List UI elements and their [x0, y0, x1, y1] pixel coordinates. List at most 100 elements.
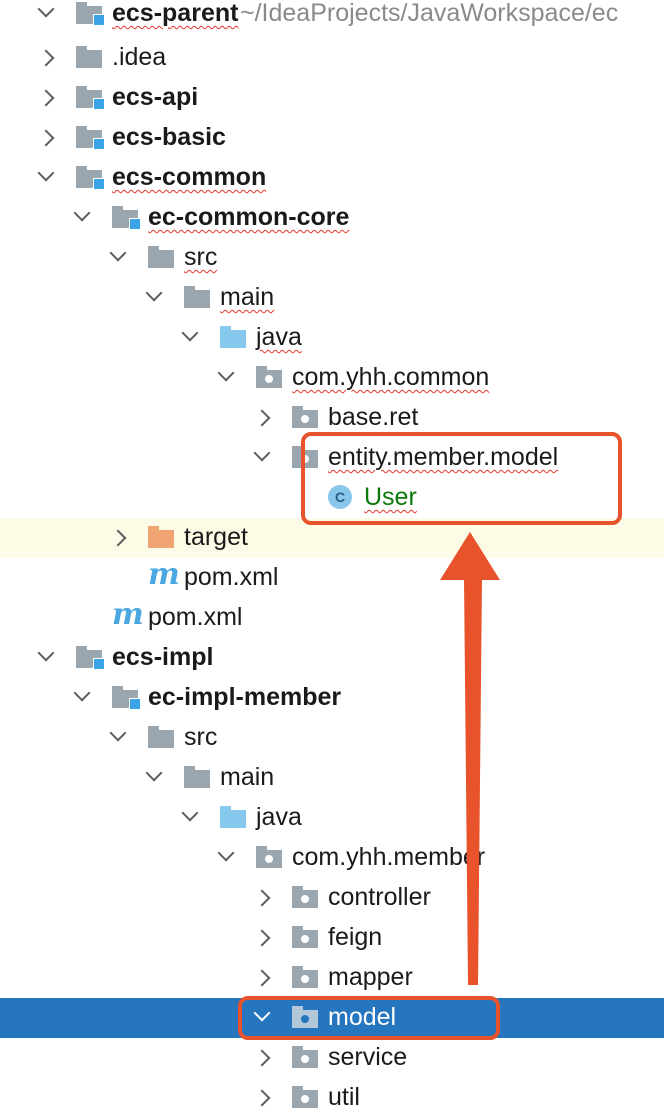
- chevron-down-icon[interactable]: [37, 164, 55, 182]
- tree-row-base-ret[interactable]: base.ret: [0, 398, 664, 438]
- tree-row-ecs-basic[interactable]: ecs-basic: [0, 118, 664, 158]
- tree-row-ec-common-core[interactable]: ec-common-core: [0, 198, 664, 238]
- folder-icon: [148, 246, 174, 268]
- tree-row-ecs-api[interactable]: ecs-api: [0, 78, 664, 118]
- tree-row-model[interactable]: model: [0, 998, 664, 1038]
- chevron-down-icon[interactable]: [181, 804, 199, 822]
- tree-item-label: src: [184, 723, 218, 751]
- tree-row-com-yhh-common[interactable]: com.yhh.common: [0, 358, 664, 398]
- tree-row-mapper[interactable]: mapper: [0, 958, 664, 998]
- chevron-down-icon[interactable]: [37, 0, 55, 18]
- tree-item-label: pom.xml: [148, 603, 243, 631]
- tree-item-label: base.ret: [328, 403, 419, 431]
- tree-item-label: main: [220, 763, 275, 791]
- tree-item-label: ecs-impl: [112, 643, 214, 671]
- module-folder-icon: [76, 86, 105, 110]
- chevron-right-icon[interactable]: [37, 129, 55, 147]
- tree-row-com-yhh-member[interactable]: com.yhh.member: [0, 838, 664, 878]
- chevron-down-icon[interactable]: [37, 644, 55, 662]
- chevron-down-icon[interactable]: [145, 764, 163, 782]
- tree-item-label: ecs-parent: [112, 0, 239, 27]
- tree-item-label: ec-impl-member: [148, 683, 342, 711]
- tree-item-label: service: [328, 1043, 408, 1071]
- maven-icon: m: [112, 597, 144, 632]
- module-folder-icon: [76, 2, 105, 26]
- module-folder-icon: [76, 166, 105, 190]
- module-folder-icon: [76, 126, 105, 150]
- chevron-down-icon[interactable]: [73, 684, 91, 702]
- chevron-down-icon[interactable]: [253, 444, 271, 462]
- tree-item-label: ec-common-core: [148, 203, 350, 231]
- chevron-right-icon[interactable]: [253, 969, 271, 987]
- module-folder-icon: [112, 686, 141, 710]
- excluded-folder-icon: [148, 526, 174, 548]
- package-icon: [292, 966, 318, 988]
- chevron-right-icon[interactable]: [37, 89, 55, 107]
- tree-row-service[interactable]: service: [0, 1038, 664, 1078]
- package-icon: [292, 886, 318, 908]
- chevron-down-icon[interactable]: [217, 364, 235, 382]
- tree-row-java[interactable]: java: [0, 318, 664, 358]
- maven-icon: m: [148, 557, 180, 592]
- package-icon: [292, 1046, 318, 1068]
- tree-item-label: main: [220, 283, 275, 311]
- tree-row-controller[interactable]: controller: [0, 878, 664, 918]
- tree-item-label: ecs-common: [112, 163, 267, 191]
- tree-row-ecs-common[interactable]: ecs-common: [0, 158, 664, 198]
- tree-item-label: mapper: [328, 963, 413, 991]
- tree-row-ecs-impl[interactable]: ecs-impl: [0, 638, 664, 678]
- tree-row-ecs-parent[interactable]: ecs-parent~/IdeaProjects/JavaWorkspace/e…: [0, 0, 664, 38]
- package-icon: [256, 846, 282, 868]
- chevron-right-icon[interactable]: [109, 529, 127, 547]
- chevron-right-icon[interactable]: [37, 49, 55, 67]
- tree-row-idea[interactable]: .idea: [0, 38, 664, 78]
- chevron-down-icon[interactable]: [109, 724, 127, 742]
- chevron-right-icon[interactable]: [253, 1049, 271, 1067]
- chevron-down-icon[interactable]: [217, 844, 235, 862]
- tree-item-label: util: [328, 1083, 360, 1111]
- chevron-right-icon[interactable]: [253, 929, 271, 947]
- tree-item-label: User: [364, 483, 417, 511]
- package-icon: [292, 406, 318, 428]
- package-icon: [292, 926, 318, 948]
- tree-row-src[interactable]: src: [0, 238, 664, 278]
- tree-item-label: com.yhh.member: [292, 843, 486, 871]
- package-icon: [292, 1006, 318, 1028]
- package-icon: [256, 366, 282, 388]
- chevron-down-icon[interactable]: [145, 284, 163, 302]
- chevron-right-icon[interactable]: [253, 1089, 271, 1107]
- chevron-right-icon[interactable]: [253, 409, 271, 427]
- folder-icon: [76, 46, 102, 68]
- tree-row-java[interactable]: java: [0, 798, 664, 838]
- tree-row-feign[interactable]: feign: [0, 918, 664, 958]
- tree-row-ec-impl-member[interactable]: ec-impl-member: [0, 678, 664, 718]
- folder-icon: [184, 286, 210, 308]
- tree-item-label: com.yhh.common: [292, 363, 490, 391]
- tree-row-util[interactable]: util: [0, 1078, 664, 1118]
- module-folder-icon: [76, 646, 105, 670]
- chevron-down-icon[interactable]: [73, 204, 91, 222]
- tree-item-label: ecs-api: [112, 83, 199, 111]
- tree-row-main[interactable]: main: [0, 758, 664, 798]
- tree-item-label: target: [184, 523, 248, 551]
- tree-row-main[interactable]: main: [0, 278, 664, 318]
- chevron-right-icon[interactable]: [253, 889, 271, 907]
- package-icon: [292, 446, 318, 468]
- tree-item-label: feign: [328, 923, 383, 951]
- tree-item-label: .idea: [112, 43, 167, 71]
- tree-row-src[interactable]: src: [0, 718, 664, 758]
- chevron-down-icon[interactable]: [181, 324, 199, 342]
- tree-row-entity-member-model[interactable]: entity.member.model: [0, 438, 664, 478]
- source-folder-icon: [220, 806, 246, 828]
- tree-item-label: model: [328, 1003, 397, 1031]
- chevron-down-icon[interactable]: [109, 244, 127, 262]
- tree-item-label: java: [256, 803, 302, 831]
- module-folder-icon: [112, 206, 141, 230]
- folder-icon: [184, 766, 210, 788]
- tree-item-label: entity.member.model: [328, 443, 559, 471]
- package-icon: [292, 1086, 318, 1108]
